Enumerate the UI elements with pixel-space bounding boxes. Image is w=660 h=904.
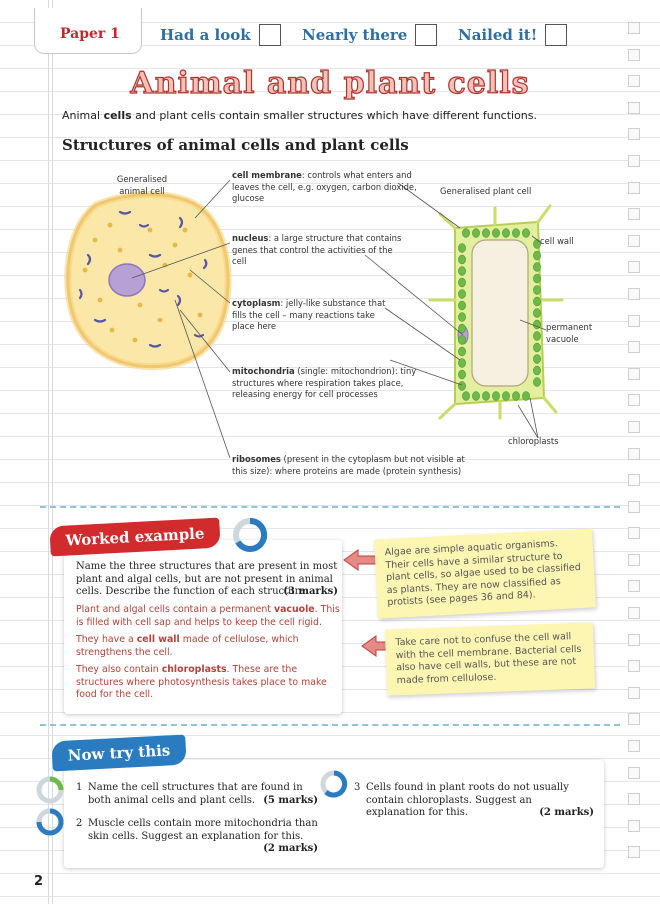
chloroplast	[482, 391, 490, 401]
chloroplast	[458, 381, 466, 391]
chloroplast	[492, 228, 500, 238]
chloroplast	[458, 277, 466, 288]
progress-label: Nearly there	[302, 26, 408, 44]
progress-had-a-look[interactable]: Had a look	[160, 24, 281, 46]
chloroplast	[458, 312, 466, 322]
chloroplast	[522, 391, 530, 401]
worked-example-answer-2: They have a cell wall made of cellulose,…	[76, 634, 299, 658]
label-cytoplasm: cytoplasm: jelly-like substance that fil…	[232, 298, 386, 331]
chloroplast	[533, 354, 541, 364]
worked-example-answer-3: They also contain chloroplasts. These ar…	[76, 664, 327, 700]
chloroplast	[458, 289, 466, 299]
chloroplast	[533, 365, 541, 376]
intro-text: Animal cells and plant cells contain sma…	[62, 109, 538, 122]
margin-line	[48, 0, 49, 904]
note-cell-wall: Take care not to confuse the cell wall w…	[384, 622, 596, 696]
chloroplast	[458, 346, 466, 357]
worked-example-question: Name the three structures that are prese…	[76, 561, 338, 597]
progress-label: Had a look	[160, 26, 251, 44]
question-1: 1 Name the cell structures that are foun…	[76, 782, 318, 806]
chloroplast	[458, 300, 466, 311]
page-number: 2	[34, 874, 44, 889]
chloroplast	[502, 228, 510, 238]
chloroplast	[533, 319, 541, 330]
difficulty-dial-icon	[36, 808, 64, 836]
chloroplast	[533, 296, 541, 307]
chloroplast	[458, 323, 466, 334]
chloroplast	[533, 273, 541, 284]
chloroplast	[522, 228, 530, 238]
label-ribosomes: ribosomes (present in the cytoplasm but …	[232, 454, 465, 476]
chloroplast	[458, 266, 466, 276]
chloroplast	[462, 391, 470, 401]
chloroplast	[458, 335, 466, 345]
checkbox[interactable]	[545, 24, 568, 46]
section-heading: Structures of animal cells and plant cel…	[62, 136, 409, 154]
paper-label: Paper 1	[60, 26, 120, 42]
worked-example-box	[64, 540, 342, 714]
label-cell-wall: cell wall	[540, 236, 574, 246]
paper-tab	[34, 8, 142, 54]
difficulty-dial-icon	[233, 517, 268, 552]
difficulty-dial-icon	[36, 776, 64, 804]
chloroplast	[458, 243, 466, 253]
chloroplast	[533, 285, 541, 295]
chloroplast	[472, 391, 480, 401]
now-try-this-box	[64, 760, 604, 868]
chloroplast	[533, 250, 541, 261]
note-algae: Algae are simple aquatic organisms. Thei…	[374, 528, 596, 619]
label-cell-membrane: cell membrane: controls what enters and …	[232, 170, 417, 203]
difficulty-dial-icon	[320, 770, 348, 798]
progress-nailed-it[interactable]: Nailed it!	[458, 24, 568, 46]
chloroplast	[492, 391, 500, 401]
plant-cell-title: Generalised plant cell	[440, 186, 532, 196]
label-mitochondria: mitochondria (single: mitochondrion): ti…	[232, 366, 417, 399]
progress-nearly-there[interactable]: Nearly there	[302, 24, 438, 46]
chloroplast	[458, 369, 466, 380]
question-2: 2 Muscle cells contain more mitochondria…	[76, 818, 318, 854]
chloroplast	[533, 262, 541, 272]
chloroplast	[458, 358, 466, 368]
label-nucleus: nucleus: a large structure that contains…	[232, 233, 402, 266]
margin-line	[52, 0, 53, 904]
binding-holes	[628, 22, 640, 873]
section-divider	[40, 724, 620, 726]
chloroplast	[533, 377, 541, 387]
section-divider	[40, 506, 620, 508]
label-chloroplasts: chloroplasts	[508, 436, 559, 446]
chloroplast	[462, 228, 470, 238]
chloroplast	[512, 228, 520, 238]
chloroplast	[502, 391, 510, 401]
chloroplast	[512, 391, 520, 401]
worked-example-answer-1: Plant and algal cells contain a permanen…	[76, 604, 340, 628]
chloroplast	[533, 331, 541, 341]
chloroplast	[458, 254, 466, 265]
chloroplast	[482, 228, 490, 238]
progress-label: Nailed it!	[458, 26, 538, 44]
question-3: 3 Cells found in plant roots do not usua…	[354, 782, 594, 818]
chloroplast	[472, 228, 480, 238]
chloroplast	[533, 308, 541, 318]
page-title: Animal and plant cells	[130, 65, 530, 101]
checkbox[interactable]	[258, 24, 281, 46]
marks: (3 marks)	[283, 586, 338, 597]
checkbox[interactable]	[415, 24, 438, 46]
chloroplast	[533, 342, 541, 353]
